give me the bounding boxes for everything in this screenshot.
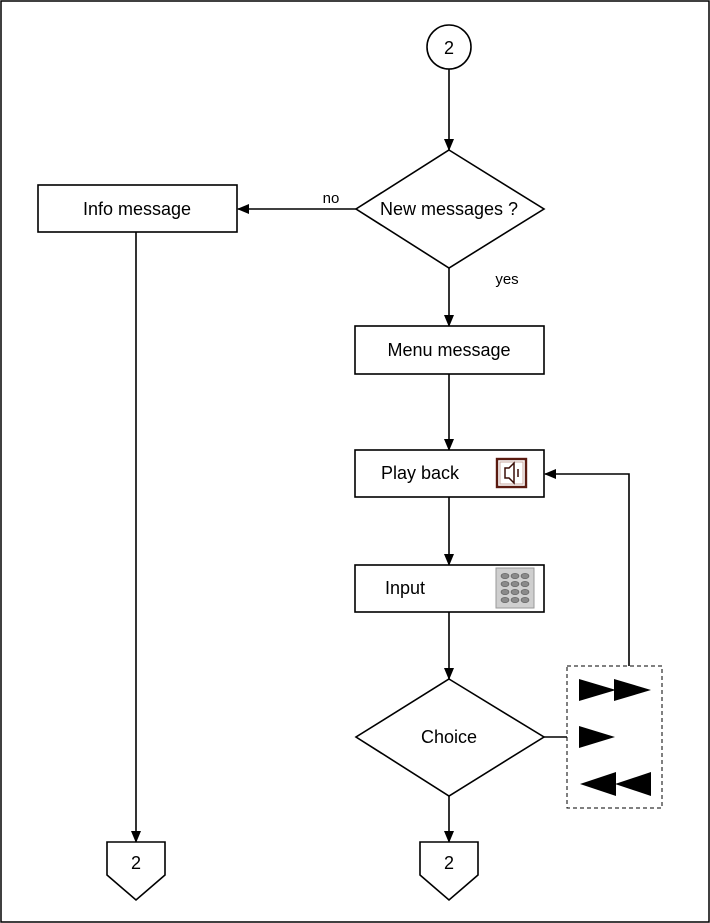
- keypad-icon: [495, 567, 535, 609]
- connector-bottom-left-label: 2: [131, 853, 141, 873]
- connector-bottom-right-label: 2: [444, 853, 454, 873]
- connector-bottom-left: [106, 841, 166, 902]
- info-message-label: Info message: [83, 199, 191, 219]
- speaker-icon: [495, 457, 528, 489]
- menu-message-label: Menu message: [387, 340, 510, 360]
- decision-choice: [354, 678, 546, 797]
- connector-top: [426, 24, 472, 70]
- fast-forward-icon: [579, 679, 651, 701]
- play-back-label: Play back: [381, 463, 460, 483]
- connector-bottom-right: [419, 841, 479, 902]
- decision-new-messages: [354, 149, 546, 269]
- play-icon: [579, 726, 615, 748]
- input-label: Input: [385, 578, 425, 598]
- edge-loop-to-playback: [544, 469, 630, 666]
- edge-no-label: no: [323, 190, 340, 207]
- decision-choice-label: Choice: [421, 727, 477, 747]
- menu-message-box: [354, 325, 545, 375]
- info-message-box: [37, 184, 238, 233]
- decision-new-messages-label: New messages ?: [380, 199, 518, 219]
- connector-top-label: 2: [444, 38, 454, 58]
- edge-yes-label: yes: [495, 271, 518, 288]
- rewind-icon: [580, 772, 651, 796]
